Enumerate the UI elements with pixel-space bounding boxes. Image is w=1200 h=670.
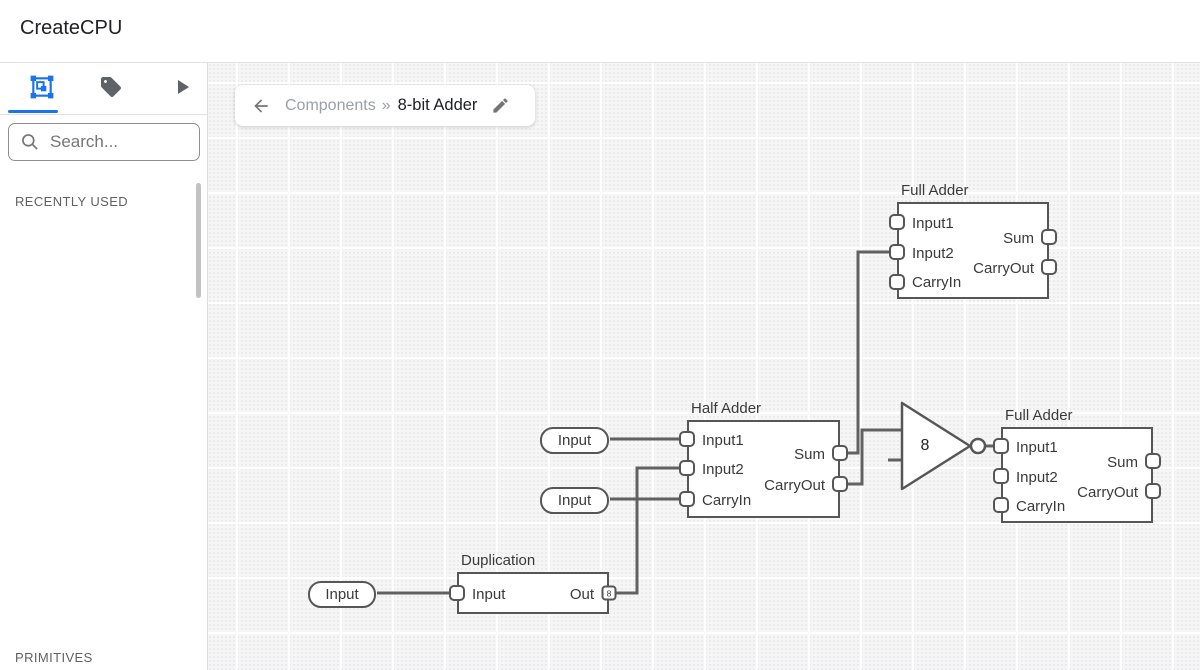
port-label: Sum [794,446,825,463]
search-input[interactable] [48,131,182,153]
input-node[interactable]: Input [540,427,609,454]
app-header: CreateCPU [0,0,1200,63]
input-node-label: Input [557,492,592,509]
port-label: Sum [1003,230,1034,247]
port-label: Input2 [702,461,744,478]
port[interactable] [889,244,905,260]
port-label: Input1 [702,432,744,449]
component-full-adder-top[interactable]: Full Adder Input1 Input2 CarryIn Sum Car… [897,182,1049,299]
wire-halfadder-sum-to-fulladder-input2[interactable] [840,250,897,455]
back-button[interactable] [251,96,271,116]
component-title: Full Adder [901,182,969,199]
port-label: Sum [1107,454,1138,471]
component-half-adder[interactable]: Half Adder Input1 Input2 CarryIn Sum Car… [687,400,840,518]
wire-duplication-out-to-halfadder-input2[interactable] [609,466,687,595]
components-icon [29,74,55,105]
port[interactable] [1145,483,1161,499]
port[interactable] [449,585,465,601]
input-node-label: Input [557,432,592,449]
port-label: Input2 [1016,469,1058,486]
component-title: Half Adder [691,400,762,417]
port-label: Out [569,586,594,603]
tab-tags[interactable] [97,75,125,103]
gate-bus-width-label: 8 [920,437,930,454]
port[interactable] [679,460,695,476]
port[interactable] [832,476,848,492]
port-label: Input1 [1016,439,1058,456]
edit-name-button[interactable] [490,96,510,116]
breadcrumb-current: 8-bit Adder [397,96,478,114]
component-title: Duplication [461,552,536,569]
sidebar [0,63,208,670]
port-label: Input2 [912,245,954,262]
port[interactable] [679,491,695,507]
wire-halfadder-carryout-to-gate[interactable] [840,428,902,486]
port[interactable] [1041,259,1057,275]
port-label: CarryIn [912,274,962,291]
circuit-canvas[interactable] [208,63,1200,670]
component-search [8,123,200,161]
active-tab-indicator [8,110,58,113]
port-label: CarryOut [973,260,1034,277]
app-title: CreateCPU [20,17,123,39]
arrow-left-icon [254,98,268,113]
port[interactable] [889,214,905,230]
buffer-gate-triangle[interactable] [900,401,972,491]
sidebar-tabbar [0,63,207,115]
run-icon [170,75,194,104]
input-node[interactable]: Input [540,487,609,514]
port[interactable] [993,438,1009,454]
component-duplication[interactable]: Duplication Input Out [457,552,609,614]
gate-output-bubble[interactable] [969,437,987,455]
tab-components[interactable] [28,75,56,103]
search-icon [22,134,38,150]
port[interactable] [832,445,848,461]
input-node-label: Input [325,586,359,603]
input-node[interactable]: Input [308,581,376,608]
port-label: CarryOut [1077,484,1138,501]
tag-icon [99,75,123,104]
pencil-icon [493,98,508,113]
component-full-adder-right[interactable]: Full Adder Input1 Input2 CarryIn Sum Car… [1001,407,1153,523]
port-label: CarryIn [1016,498,1066,515]
breadcrumb-separator: » [381,96,391,114]
recently-used-heading: RECENTLY USED [15,194,129,209]
port[interactable] [993,468,1009,484]
primitives-heading: PRIMITIVES [15,650,93,665]
port-label: CarryIn [702,492,752,509]
breadcrumb-parent[interactable]: Components [285,96,376,114]
port-label: CarryOut [764,477,825,494]
port[interactable] [1145,453,1161,469]
port[interactable] [889,274,905,290]
port[interactable] [993,497,1009,513]
port-label: Input [472,586,506,603]
component-title: Full Adder [1005,407,1073,424]
bus-port[interactable]: 8 [601,585,617,601]
tab-run[interactable] [168,75,196,103]
breadcrumb: Components » 8-bit Adder [235,85,535,126]
port[interactable] [679,431,695,447]
port-label: Input1 [912,215,954,232]
sidebar-scrollbar[interactable] [196,183,201,298]
port[interactable] [1041,229,1057,245]
